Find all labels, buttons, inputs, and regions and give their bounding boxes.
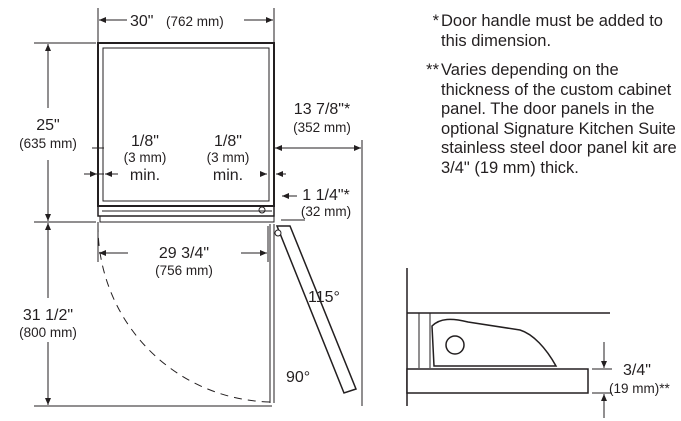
- width-metric: (762 mm): [166, 14, 224, 29]
- inner-width-label: 29 3/4": [159, 245, 209, 262]
- panel-thickness-label: 3/4": [623, 362, 651, 379]
- gap-left-min: min.: [130, 167, 160, 184]
- footnote-handle: * Door handle must be added to this dime…: [417, 12, 679, 51]
- panel-thickness-dimension: 3/4" (19 mm)**: [592, 342, 671, 418]
- footnote-text: Varies depending on the thickness of the…: [441, 61, 677, 177]
- panel-detail: [406, 268, 610, 406]
- panel-thickness-metric: (19 mm)**: [609, 381, 671, 396]
- gap-right-min: min.: [213, 167, 243, 184]
- offset-label: 1 1/4"*: [302, 187, 350, 204]
- footnotes: * Door handle must be added to this dime…: [417, 12, 679, 188]
- inner-width-metric: (756 mm): [155, 263, 213, 278]
- width-label: 30": [130, 13, 153, 30]
- gap-dimension-left: 1/8" (3 mm) min.: [84, 133, 166, 184]
- door-swing: [97, 223, 357, 403]
- height-metric: (635 mm): [19, 136, 77, 151]
- appliance-body: [97, 42, 275, 223]
- gap-right-metric: (3 mm): [207, 150, 250, 165]
- inner-width-dimension: 29 3/4" (756 mm): [97, 222, 269, 278]
- height-label: 25": [36, 117, 59, 134]
- footnote-mark: **: [426, 61, 439, 79]
- angle-115-label: 115°: [308, 289, 340, 306]
- detail-hinge-icon: [445, 335, 465, 355]
- footnote-text: Door handle must be added to this dimens…: [441, 12, 663, 50]
- door-hinge-icon: [274, 229, 282, 237]
- angle-90-label: 90°: [286, 369, 310, 386]
- gap-left-label: 1/8": [131, 133, 159, 150]
- height-dimension: 25" (635 mm): [19, 42, 96, 223]
- depth-metric: (352 mm): [293, 120, 351, 135]
- depth-dimension: 13 7/8"* (352 mm): [275, 101, 363, 406]
- swing-dimension: 31 1/2" (800 mm): [19, 223, 272, 407]
- offset-dimension: 1 1/4"* (32 mm): [281, 187, 351, 221]
- width-dimension: 30" (762 mm): [97, 8, 275, 42]
- gap-dimension-right: 1/8" (3 mm) min.: [207, 133, 286, 184]
- gap-left-metric: (3 mm): [124, 150, 167, 165]
- offset-metric: (32 mm): [301, 204, 351, 219]
- hinge-icon: [258, 206, 266, 214]
- depth-label: 13 7/8"*: [294, 101, 350, 118]
- footnote-panel-thickness: ** Varies depending on the thickness of …: [417, 61, 679, 178]
- gap-right-label: 1/8": [214, 133, 242, 150]
- footnote-mark: *: [432, 12, 439, 30]
- swing-metric: (800 mm): [19, 325, 77, 340]
- swing-label: 31 1/2": [23, 307, 73, 324]
